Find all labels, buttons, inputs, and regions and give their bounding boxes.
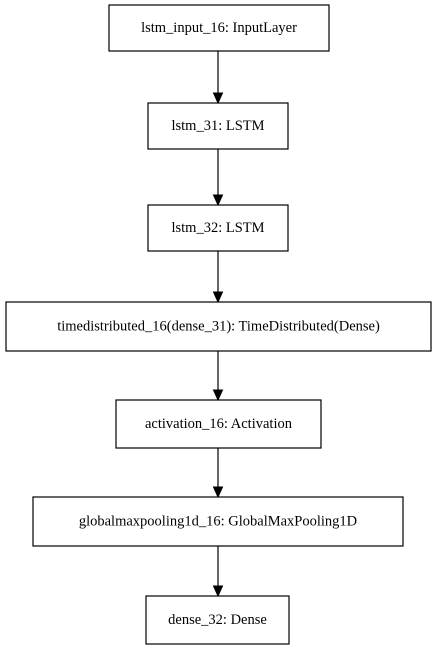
node-label: activation_16: Activation xyxy=(145,416,293,432)
node-box xyxy=(147,204,289,252)
node-label: globalmaxpooling1d_16: GlobalMaxPooling1… xyxy=(79,514,357,530)
arrowhead-icon xyxy=(212,291,224,304)
node-label: timedistributed_16(dense_31): TimeDistri… xyxy=(57,319,380,335)
node-1: lstm_31: LSTM xyxy=(147,102,289,150)
node-4: activation_16: Activation xyxy=(115,399,322,449)
node-box xyxy=(145,595,290,645)
node-6: dense_32: Dense xyxy=(145,595,290,645)
node-2: lstm_32: LSTM xyxy=(147,204,289,252)
node-label: lstm_31: LSTM xyxy=(171,118,264,134)
node-box xyxy=(115,399,322,449)
edge-arrow xyxy=(212,51,224,105)
node-label: lstm_input_16: InputLayer xyxy=(141,20,297,36)
edges-layer xyxy=(212,51,224,598)
node-3: timedistributed_16(dense_31): TimeDistri… xyxy=(5,301,432,352)
edge-arrow xyxy=(212,351,224,402)
arrowhead-icon xyxy=(212,389,224,402)
node-box xyxy=(5,301,432,352)
node-0: lstm_input_16: InputLayer xyxy=(108,4,330,52)
node-label: dense_32: Dense xyxy=(168,612,267,628)
node-label: lstm_32: LSTM xyxy=(171,220,264,236)
node-5: globalmaxpooling1d_16: GlobalMaxPooling1… xyxy=(32,496,404,547)
node-box xyxy=(147,102,289,150)
node-box xyxy=(108,4,330,52)
edge-arrow xyxy=(212,546,224,598)
node-box xyxy=(32,496,404,547)
arrowhead-icon xyxy=(212,92,224,105)
arrowhead-icon xyxy=(212,194,224,207)
nodes-layer: lstm_input_16: InputLayer lstm_31: LSTM ls… xyxy=(5,4,432,645)
edge-arrow xyxy=(212,251,224,304)
edge-arrow xyxy=(212,149,224,207)
arrowhead-icon xyxy=(212,486,224,499)
edge-arrow xyxy=(212,448,224,499)
arrowhead-icon xyxy=(212,585,224,598)
